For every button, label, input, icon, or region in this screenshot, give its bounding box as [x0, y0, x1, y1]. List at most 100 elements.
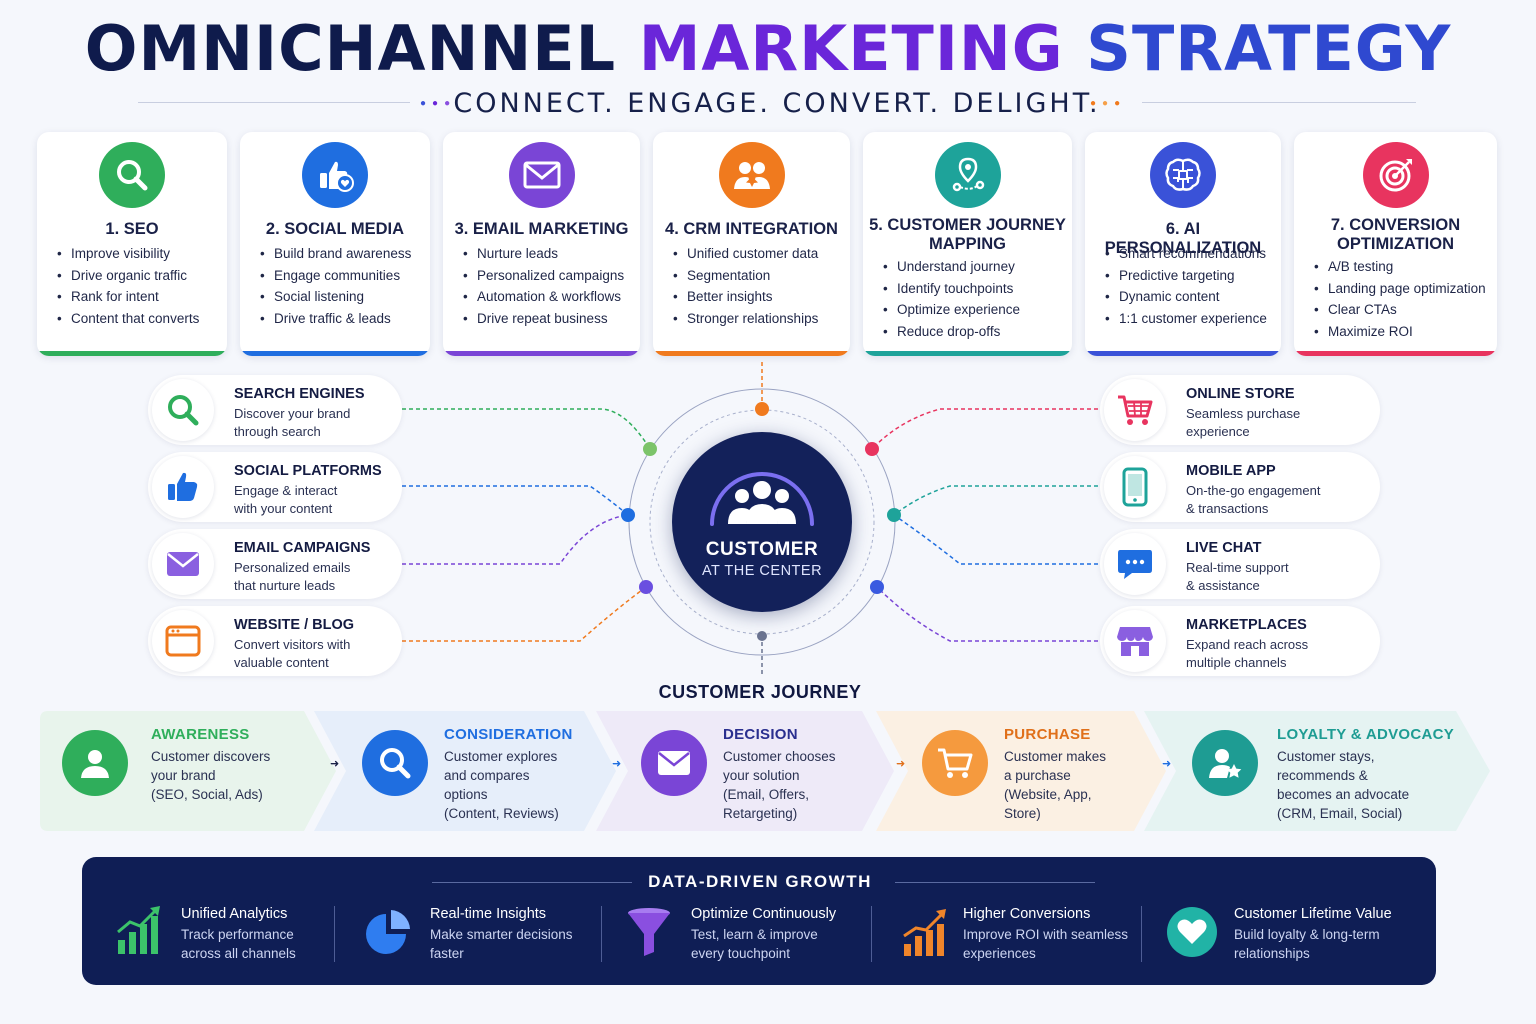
funnel-icon: [628, 908, 670, 956]
arrow-right-icon: ➜: [1162, 758, 1172, 770]
card-item: Engage communities: [260, 265, 424, 287]
card-item: Content that converts: [57, 308, 221, 330]
desc-line: Make smarter decisions: [430, 927, 573, 942]
connector-live-chat: [893, 514, 1098, 565]
title-part-3: STRATEGY: [1086, 12, 1452, 85]
metric-customer-lifetime-value: Customer Lifetime Value Build loyalty & …: [1234, 906, 1392, 963]
arrow-right-icon: ➜: [330, 758, 340, 770]
desc-line: Track performance: [181, 927, 294, 942]
stage-description: Customer discovers your brand (SEO, Soci…: [151, 747, 270, 804]
node-dot: [757, 631, 767, 641]
connector-website-blog: [402, 586, 647, 642]
metric-divider: [871, 906, 872, 962]
card-list: Understand journey Identify touchpoints …: [883, 256, 1066, 342]
card-item: Unified customer data: [673, 243, 844, 265]
node-dot: [621, 508, 635, 522]
card-item: Smart recommendations: [1105, 243, 1275, 265]
cart-icon: [1104, 379, 1166, 441]
cart-icon: [922, 730, 988, 796]
card-ai-personalization: 6. AI PERSONALIZATION Smart recommendati…: [1085, 132, 1281, 356]
desc-line: Customer discovers: [151, 749, 271, 764]
store-icon: [1104, 610, 1166, 672]
channel-title: MOBILE APP: [1186, 463, 1276, 479]
desc-line: Customer explores: [444, 749, 558, 764]
card-social-media: 2. SOCIAL MEDIA Build brand awareness En…: [240, 132, 430, 356]
card-item: Improve visibility: [57, 243, 221, 265]
customer-hub: [672, 432, 852, 612]
metric-higher-conversions: Higher Conversions Improve ROI with seam…: [963, 906, 1128, 963]
card-item: Automation & workflows: [463, 286, 634, 308]
desc-line: (Content, Reviews): [444, 806, 559, 821]
card-title: 4. CRM INTEGRATION: [665, 220, 838, 238]
card-title: 3. EMAIL MARKETING: [454, 220, 629, 238]
page-subtitle: CONNECT. ENGAGE. CONVERT. DELIGHT.: [453, 88, 1101, 119]
desc-line: Store): [1004, 806, 1041, 821]
card-title: 1. SEO: [105, 220, 159, 238]
desc-line: every touchpoint: [691, 946, 791, 961]
channel-description: On-the-go engagement& transactions: [1186, 482, 1346, 517]
metric-title: Real-time Insights: [430, 906, 547, 922]
stage-awareness: AWARENESS Customer discovers your brand …: [151, 726, 270, 804]
card-item: 1:1 customer experience: [1105, 308, 1275, 330]
chat-icon: [1104, 533, 1166, 595]
node-dot: [865, 442, 879, 456]
card-item: Clear CTAs: [1314, 299, 1491, 321]
desc-line: that nurture leads: [234, 577, 336, 593]
desc-line: Seamless purchase: [1186, 406, 1301, 421]
card-item: Better insights: [673, 286, 844, 308]
desc-line: (SEO, Social, Ads): [151, 787, 263, 802]
card-item: Build brand awareness: [260, 243, 424, 265]
desc-line: (Website, App,: [1004, 787, 1092, 802]
card-accent-bar: [653, 351, 850, 356]
envelope-icon: [152, 533, 214, 595]
card-accent-bar: [443, 351, 640, 356]
arrow-right-icon: ➜: [896, 758, 906, 770]
card-title: 7. CONVERSION OPTIMIZATION: [1300, 216, 1491, 254]
desc-line: becomes an advocate: [1277, 787, 1410, 802]
card-item: Nurture leads: [463, 243, 634, 265]
card-item: Rank for intent: [57, 286, 221, 308]
node-dot: [870, 580, 884, 594]
desc-line: & transactions: [1186, 500, 1269, 516]
stage-title: PURCHASE: [1004, 726, 1091, 743]
desc-line: and compares: [444, 768, 530, 783]
desc-line: Personalized emails: [234, 560, 351, 575]
desc-line: recommends &: [1277, 768, 1368, 783]
card-item: Social listening: [260, 286, 424, 308]
desc-line: multiple channels: [1186, 654, 1287, 670]
envelope-icon: [641, 730, 707, 796]
stage-description: Customer chooses your solution (Email, O…: [723, 747, 836, 823]
dots-left: ●●●: [420, 98, 457, 109]
desc-line: (CRM, Email, Social): [1277, 806, 1403, 821]
stage-title: CONSIDERATION: [444, 726, 573, 743]
subtitle-row: ●●● CONNECT. ENGAGE. CONVERT. DELIGHT. ●…: [138, 88, 1416, 119]
users-icon: [718, 142, 785, 208]
stage-loyalty-advocacy: LOYALTY & ADVOCACY Customer stays, recom…: [1277, 726, 1454, 823]
channel-title: WEBSITE / BLOG: [234, 617, 355, 633]
desc-line: Build loyalty & long-term: [1234, 927, 1380, 942]
stage-description: Customer explores and compares options (…: [444, 747, 573, 823]
card-conversion-optimization: 7. CONVERSION OPTIMIZATION A/B testing L…: [1294, 132, 1497, 356]
thumbs-up-heart-icon: [302, 142, 368, 208]
card-list: Build brand awareness Engage communities…: [260, 243, 424, 329]
stage-purchase: PURCHASE Customer makes a purchase (Webs…: [1004, 726, 1106, 823]
card-accent-bar: [37, 351, 227, 356]
card-item: Landing page optimization: [1314, 278, 1491, 300]
subtitle-line-left: [138, 102, 410, 103]
desc-line: through search: [234, 423, 321, 439]
card-item: Dynamic content: [1105, 286, 1275, 308]
channel-description: Personalized emails that nurture leads: [234, 559, 394, 594]
search-icon: [99, 142, 165, 208]
bar-chart-up-icon: [117, 906, 160, 954]
channel-live-chat: LIVE CHAT Real-time support& assistance: [1100, 529, 1380, 599]
metric-divider: [1141, 906, 1142, 962]
